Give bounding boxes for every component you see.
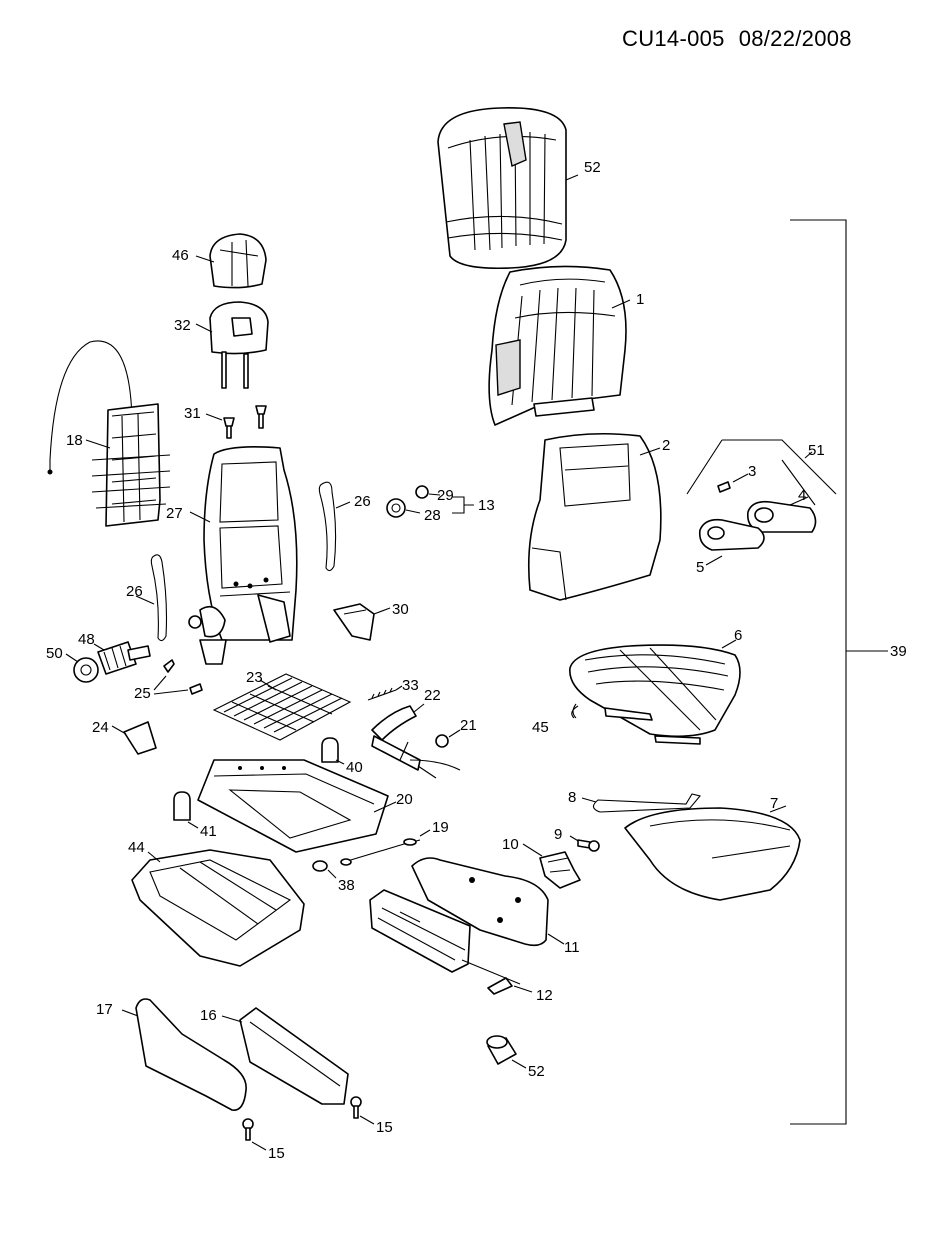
callout-20: 20 (396, 791, 413, 808)
callout-28: 28 (424, 507, 441, 524)
part-31-headrest-guides (205, 405, 267, 439)
part-12-seat-track (369, 889, 533, 995)
part-52-seatback-cover (437, 107, 579, 270)
part-2-seatback-foam (528, 432, 662, 601)
part-44-seat-pan (131, 849, 305, 967)
part-32-headrest (195, 301, 269, 389)
callout-3: 3 (748, 463, 756, 480)
callout-2: 2 (662, 437, 670, 454)
callout-50: 50 (46, 645, 63, 662)
callout-5: 5 (696, 559, 704, 576)
callout-44: 44 (128, 839, 145, 856)
callout-15-right: 15 (376, 1119, 393, 1136)
group-bracket-39 (790, 219, 888, 1125)
callout-33: 33 (402, 677, 419, 694)
callout-27: 27 (166, 505, 183, 522)
callout-15-left: 15 (268, 1145, 285, 1162)
part-7-seat-cushion-foam (624, 805, 801, 901)
part-24-trim (111, 721, 157, 755)
callout-10: 10 (502, 836, 519, 853)
callout-1: 1 (636, 291, 644, 308)
part-23-spring-mat (212, 673, 352, 741)
callout-7: 7 (770, 795, 778, 812)
part-48-50-recliner-knob (65, 641, 151, 683)
part-52-bushing (486, 1035, 527, 1069)
part-45-clip (572, 703, 577, 719)
callout-6: 6 (734, 627, 742, 644)
part-26-springs (135, 481, 351, 642)
callout-26-right: 26 (354, 493, 371, 510)
callout-16: 16 (200, 1007, 217, 1024)
callout-40: 40 (346, 759, 363, 776)
part-33-spring (367, 685, 403, 701)
part-22-recliner-mechanism (371, 703, 461, 779)
part-1-seatback-pad (488, 265, 631, 426)
part-13-knob-set (386, 485, 474, 518)
part-38-washer (312, 860, 337, 879)
callout-52: 52 (584, 159, 601, 176)
callout-4: 4 (798, 487, 806, 504)
callout-52-bushing: 52 (528, 1063, 545, 1080)
part-30-trim (333, 603, 391, 641)
callout-17: 17 (96, 1001, 113, 1018)
part-21-nut (435, 729, 461, 748)
callout-30: 30 (392, 601, 409, 618)
callout-22: 22 (424, 687, 441, 704)
callout-26-left: 26 (126, 583, 143, 600)
callout-21: 21 (460, 717, 477, 734)
part-51-bezel-group (686, 439, 837, 566)
callout-11: 11 (564, 939, 580, 956)
callout-38: 38 (338, 877, 355, 894)
part-17-side-trim (121, 998, 247, 1111)
part-27-seatback-frame (188, 446, 298, 665)
part-6-seat-cushion-cover (569, 639, 741, 745)
part-18-lumbar-support (47, 340, 171, 527)
callout-19: 19 (432, 819, 449, 836)
callout-23: 23 (246, 669, 263, 686)
part-15-screws (242, 1096, 375, 1151)
callout-32: 32 (174, 317, 191, 334)
callout-18: 18 (66, 432, 83, 449)
callout-31: 31 (184, 405, 201, 422)
callout-51: 51 (808, 442, 825, 459)
callout-45: 45 (532, 719, 549, 736)
part-16-track-cover (221, 1007, 349, 1105)
diagram-code: CU14-005 (622, 26, 725, 51)
callout-29: 29 (437, 487, 454, 504)
part-9-screw (569, 835, 600, 852)
part-19-cable (340, 829, 431, 866)
diagram-header: CU14-005 08/22/2008 (622, 26, 852, 52)
callout-12: 12 (536, 987, 553, 1004)
part-46-headrest-cover (195, 233, 267, 289)
callout-41: 41 (200, 823, 217, 840)
callout-24: 24 (92, 719, 109, 736)
callout-48: 48 (78, 631, 95, 648)
part-8-wire (581, 793, 701, 813)
callout-8: 8 (568, 789, 576, 806)
part-11-side-bracket (411, 857, 565, 947)
callout-39: 39 (890, 643, 907, 660)
part-10-bracket (522, 843, 581, 889)
part-25-bolts (153, 659, 203, 695)
callout-13: 13 (478, 497, 495, 514)
diagram-date: 08/22/2008 (738, 26, 852, 51)
callout-9: 9 (554, 826, 562, 843)
part-20-seat-frame (197, 759, 397, 853)
part-40-41-clips (173, 737, 345, 829)
callout-25: 25 (134, 685, 151, 702)
callout-46: 46 (172, 247, 189, 264)
